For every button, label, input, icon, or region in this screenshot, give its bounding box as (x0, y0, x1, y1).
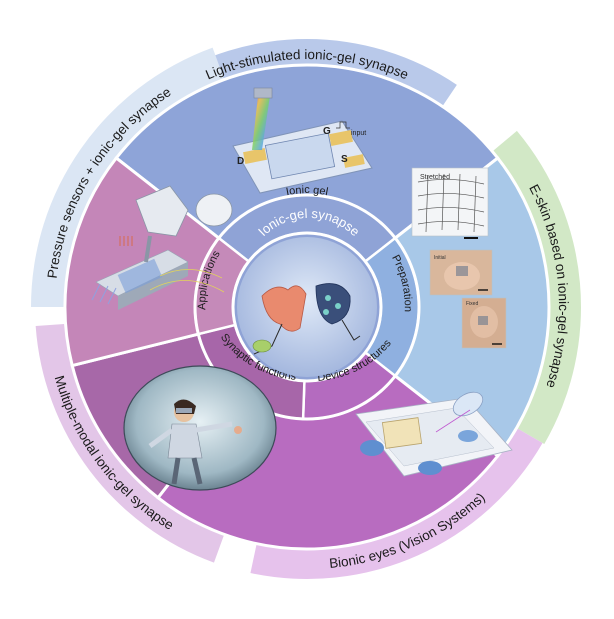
pressure-sensor-illustration (91, 185, 233, 310)
light-synapse-illustration: D G S input (232, 87, 373, 194)
bionic-eye-illustration (355, 391, 513, 477)
hand-initial-label: Initial (434, 255, 446, 261)
multimodal-vr-illustration (123, 365, 277, 491)
hand-fixed-label: Fixed (466, 301, 478, 307)
drain-label: D (237, 156, 244, 167)
outer-tab-bottom-right (250, 426, 543, 580)
hub-border (231, 231, 383, 383)
outer-tab-left (31, 47, 226, 307)
outer-tab-top (157, 38, 457, 110)
stretched-label: Stretched (420, 174, 450, 181)
input-label: input (351, 130, 366, 137)
e-skin-photos: Stretched Initial Fixed (411, 167, 507, 349)
outer-tab-bottom-left (35, 323, 226, 563)
inner-label-ionic-gel: Ionic gel (285, 184, 329, 198)
gate-label: G (323, 126, 331, 137)
inner-ring-border (193, 193, 421, 421)
outer-tab-right (489, 130, 581, 444)
center-hub: Ionic-gel synapse (237, 206, 377, 377)
neuron-icon (252, 283, 361, 355)
source-label: S (341, 154, 348, 165)
